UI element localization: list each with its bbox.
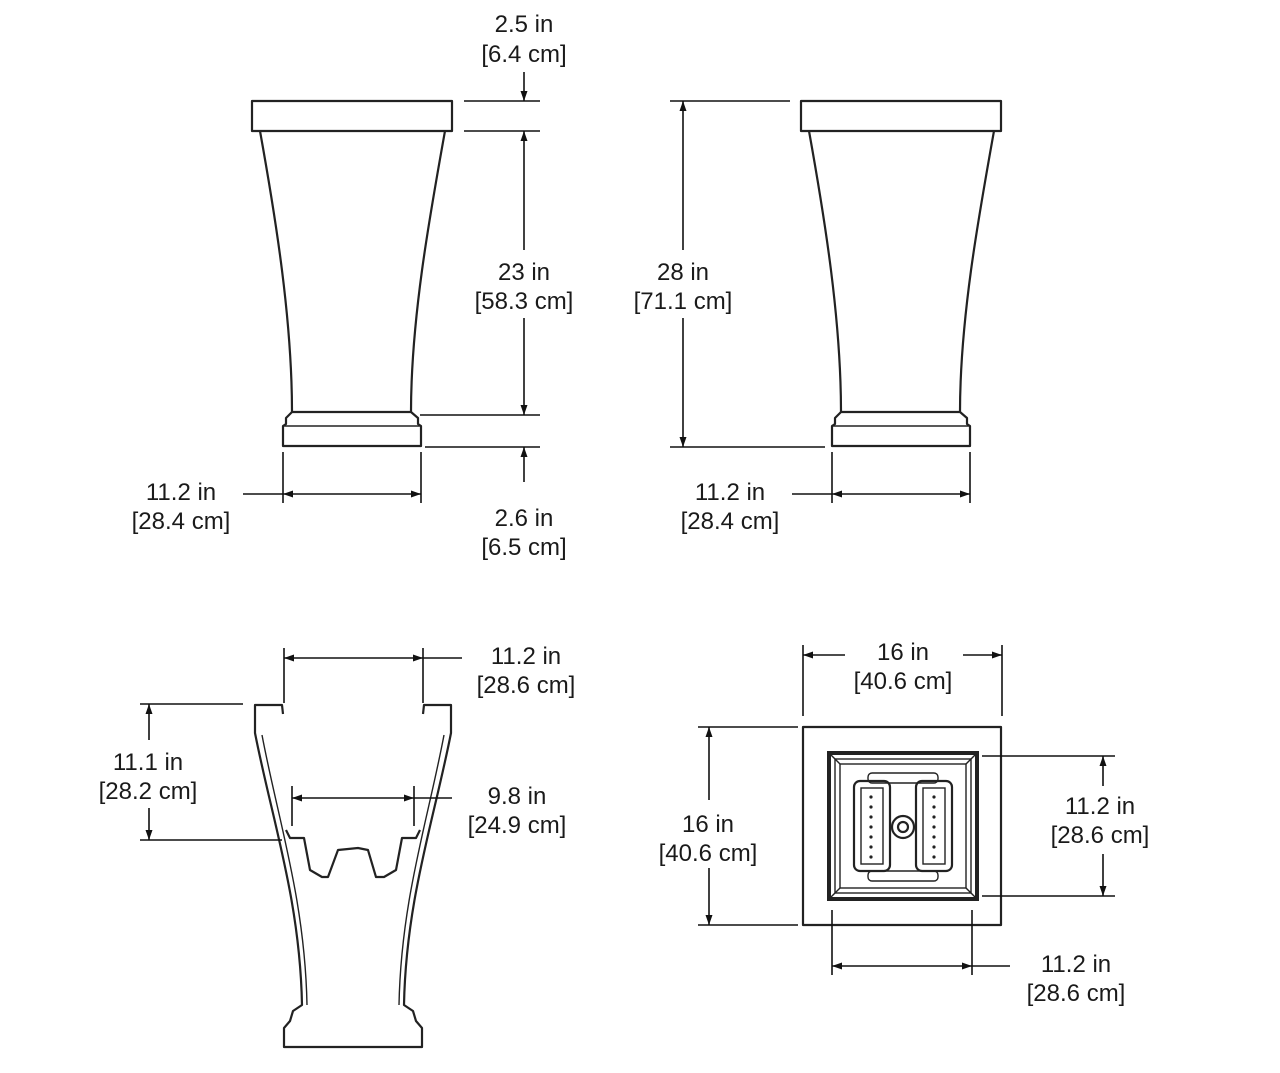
outer-width-cm: [40.6 cm] [854, 668, 953, 695]
rim-height-in: 2.5 in [495, 11, 554, 38]
inner-top-width-in: 11.2 in [491, 643, 561, 670]
dimension-inner-depth: 11.2 in [28.6 cm] [982, 755, 1150, 897]
inner-depth-in: 11.2 in [1065, 793, 1135, 820]
total-height-cm: [71.1 cm] [634, 288, 733, 315]
dimension-base-width-right: 11.2 in [28.4 cm] [681, 452, 971, 535]
planter-top-view [801, 725, 1003, 927]
dimension-outer-depth: 16 in [40.6 cm] [659, 726, 798, 926]
total-height-in: 28 in [657, 259, 709, 286]
reservoir-depth-cm: [28.2 cm] [99, 778, 198, 805]
dimension-tray-width: 9.8 in [24.9 cm] [291, 783, 567, 839]
dimension-inner-top-width: 11.2 in [28.6 cm] [283, 643, 576, 703]
dimension-inner-width: 11.2 in [28.6 cm] [831, 910, 1126, 1007]
dimension-base-width-left: 11.2 in [28.4 cm] [132, 452, 422, 535]
planter-front-view-left [250, 99, 454, 448]
dimension-body-height: 23 in [58.3 cm] [420, 131, 574, 416]
reservoir-depth-in: 11.1 in [113, 749, 183, 776]
base-width-left-cm: [28.4 cm] [132, 508, 231, 535]
tray-width-in: 9.8 in [488, 783, 547, 810]
tray-width-cm: [24.9 cm] [468, 812, 567, 839]
dimension-outer-width: 16 in [40.6 cm] [802, 639, 1003, 716]
inner-width-cm: [28.6 cm] [1027, 980, 1126, 1007]
base-width-right-in: 11.2 in [695, 479, 765, 506]
dimension-total-height: 28 in [71.1 cm] [634, 100, 825, 448]
planter-front-view-right [799, 99, 1003, 448]
base-height-cm: [6.5 cm] [481, 534, 566, 561]
inner-width-in: 11.2 in [1041, 951, 1111, 978]
dimension-base-height: 2.6 in [6.5 cm] [425, 446, 567, 561]
base-width-left-in: 11.2 in [146, 479, 216, 506]
dimension-reservoir-depth: 11.1 in [28.2 cm] [99, 703, 282, 841]
inner-depth-cm: [28.6 cm] [1051, 822, 1150, 849]
planter-cross-section [253, 703, 453, 1049]
body-height-in: 23 in [498, 259, 550, 286]
base-height-in: 2.6 in [495, 505, 554, 532]
dimension-rim-height: 2.5 in [6.4 cm] [464, 11, 567, 132]
outer-depth-in: 16 in [682, 811, 734, 838]
outer-width-in: 16 in [877, 639, 929, 666]
base-width-right-cm: [28.4 cm] [681, 508, 780, 535]
inner-top-width-cm: [28.6 cm] [477, 672, 576, 699]
rim-height-cm: [6.4 cm] [481, 41, 566, 68]
outer-depth-cm: [40.6 cm] [659, 840, 758, 867]
body-height-cm: [58.3 cm] [475, 288, 574, 315]
